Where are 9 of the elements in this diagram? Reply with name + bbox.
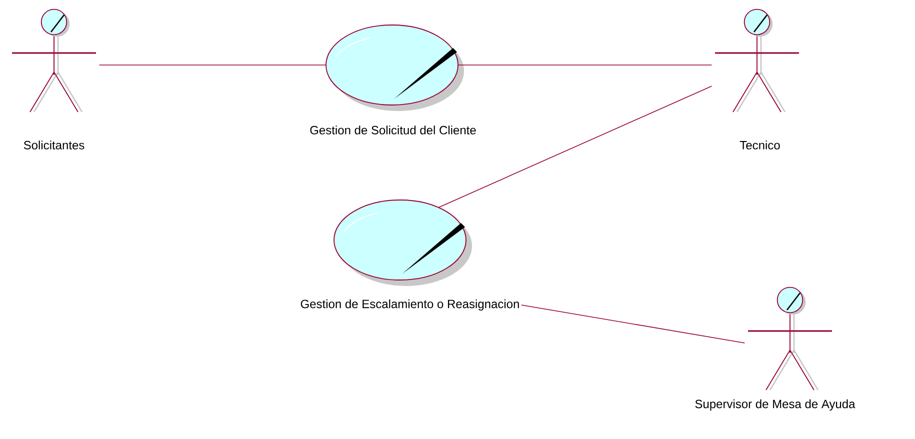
association-line: [438, 86, 712, 208]
actor-name: Supervisor de Mesa de Ayuda: [695, 399, 856, 411]
association-line: [520, 304, 746, 344]
actor-name: Tecnico: [740, 140, 780, 150]
use-case-name: Gestion de Solicitud del Cliente: [310, 126, 476, 134]
association-line: [98, 64, 326, 66]
actor-name: Solicitantes: [24, 140, 84, 150]
association-line: [458, 64, 712, 66]
use-case-name: Gestion de Escalamiento o Reasignacion: [300, 299, 519, 311]
